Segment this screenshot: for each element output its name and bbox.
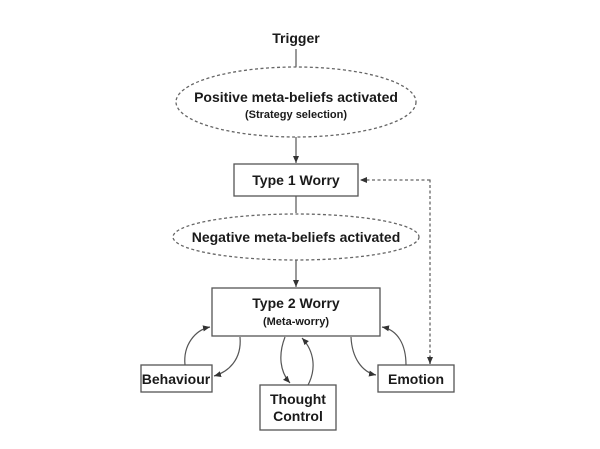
emotion-box (377, 364, 455, 393)
thought-control-label-1: Thought (270, 391, 326, 407)
arrow-type2-to-emotion (350, 336, 377, 377)
meta-worry-label: (Meta-worry) (263, 316, 329, 328)
thought-control-box (259, 384, 337, 431)
strategy-selection-label: (Strategy selection) (245, 109, 347, 121)
trigger-label: Trigger (272, 30, 320, 46)
positive-meta-beliefs-label: Positive meta-beliefs activated (194, 89, 398, 105)
thought-control-label-2: Control (273, 408, 323, 424)
arrow-thought-control-to-type2 (301, 337, 314, 386)
arrow-type2-to-behaviour (213, 336, 241, 377)
arrow-type2-to-thought-control (280, 336, 291, 384)
behaviour-box (140, 364, 213, 393)
type2-worry-box (211, 287, 381, 337)
negative-meta-beliefs-label: Negative meta-beliefs activated (192, 229, 401, 245)
arrow-emotion-to-type2 (381, 325, 407, 366)
positive-meta-beliefs-ellipse (175, 66, 417, 138)
type2-worry-label: Type 2 Worry (252, 295, 340, 311)
emotion-label: Emotion (388, 371, 444, 387)
arrow-behaviour-to-type2 (184, 325, 211, 366)
type1-worry-label: Type 1 Worry (252, 172, 340, 188)
behaviour-label: Behaviour (142, 371, 211, 387)
type1-worry-box (233, 163, 359, 197)
